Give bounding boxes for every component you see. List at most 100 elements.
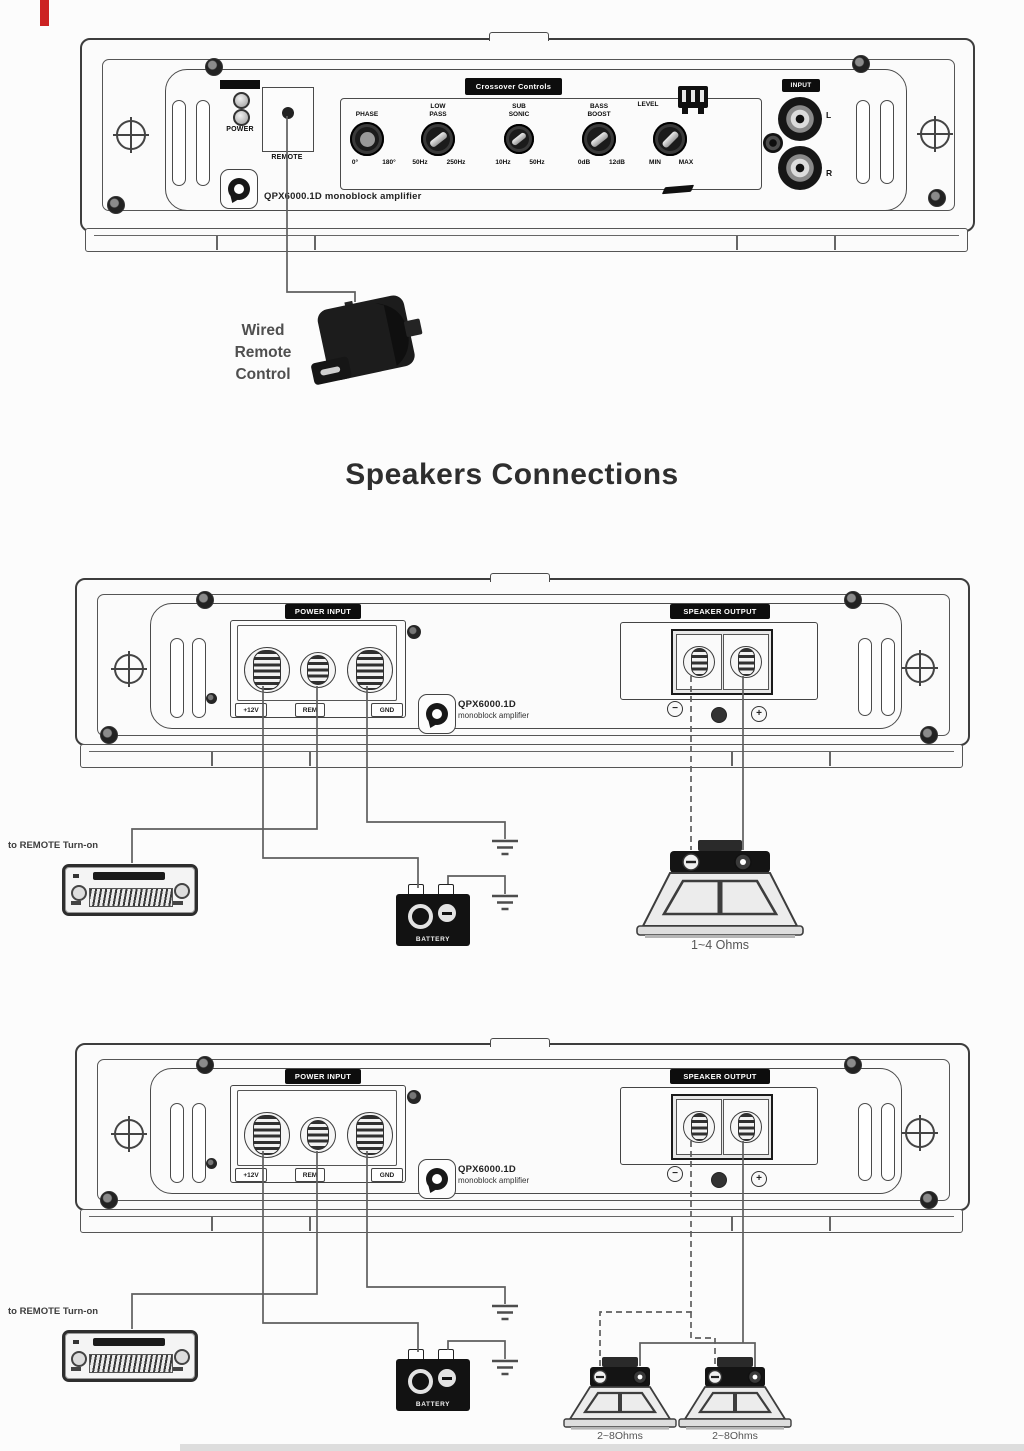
screw-icon: [196, 591, 214, 609]
mounting-screw-icon: [111, 1116, 147, 1152]
knob-min: 0dB: [577, 159, 591, 166]
wire-speaker-neg-branch: [690, 1312, 716, 1367]
speaker-terminal-pos: [723, 1099, 769, 1155]
model-text: QPX6000.1D: [458, 1164, 516, 1175]
sub-sonic-knob: [504, 124, 534, 154]
terminal-gnd-label: GND: [371, 1168, 403, 1182]
impedance-label: 2~8Ohms: [712, 1430, 758, 1442]
screw-icon: [100, 1191, 118, 1209]
screw-mark: [711, 707, 727, 723]
impedance-label: 2~8Ohms: [597, 1430, 643, 1442]
terminal-gnd-icon: [347, 1112, 393, 1158]
knob-min: MIN: [649, 159, 661, 166]
page-title: Speakers Connections: [345, 458, 679, 491]
vent-slot: [858, 1103, 872, 1181]
screw-icon: [196, 1056, 214, 1074]
subwoofer-icon: [636, 840, 804, 938]
vent-slot: [172, 100, 186, 186]
protect-led-icon: [233, 109, 250, 126]
screw-icon: [407, 625, 421, 639]
rca-right-icon: [778, 146, 822, 190]
input-label: INPUT: [782, 79, 820, 92]
wire-gnd: [366, 686, 506, 839]
bass-boost-knob: [582, 122, 616, 156]
speaker-output-label: SPEAKER OUTPUT: [670, 604, 770, 619]
speaker-terminal-neg: [676, 1099, 722, 1155]
chassis-tab: [490, 1038, 550, 1047]
brand-logo-icon: [418, 694, 456, 734]
knob-min: 50Hz: [412, 159, 428, 166]
remote-turnon-note: to REMOTE Turn-on: [8, 1306, 99, 1317]
model-text: QPX6000.1D monoblock amplifier: [264, 191, 422, 202]
chassis-tab: [490, 573, 550, 582]
mounting-screw-icon: [113, 117, 149, 153]
terminal-12v-label: +12V: [235, 1168, 267, 1182]
knob-max: 180°: [382, 159, 396, 166]
caption-line: Wired: [241, 322, 285, 339]
speaker-output-block: [620, 622, 818, 700]
chassis-tab: [489, 32, 549, 41]
jack-icon: [763, 133, 783, 153]
impedance-label: 1~4 Ohms: [690, 938, 749, 952]
knob-min: 0°: [351, 159, 359, 166]
mounting-flange: [80, 744, 963, 768]
head-unit-icon: [62, 1330, 198, 1382]
terminal-12v-label: +12V: [235, 703, 267, 717]
mounting-screw-icon: [902, 1115, 938, 1151]
phase-knob: [350, 122, 384, 156]
knob-max: MAX: [678, 159, 694, 166]
plus-mark: +: [751, 706, 767, 722]
head-unit-icon: [62, 864, 198, 916]
mounting-flange: [80, 1209, 963, 1233]
knob-max: 50Hz: [529, 159, 545, 166]
remote-port-icon: [678, 86, 708, 114]
power-input-block: +12V REM GND: [230, 1085, 406, 1183]
wire-rem: [131, 686, 318, 863]
remote-jack: [262, 87, 314, 152]
knob-label: LOW PASS: [429, 103, 447, 118]
screw-icon: [928, 189, 946, 207]
screw-icon: [407, 1090, 421, 1104]
screw-mark: [711, 1172, 727, 1188]
screw-icon: [920, 1191, 938, 1209]
knob-label: PHASE: [355, 111, 379, 118]
brand-logo-icon: [220, 169, 258, 209]
wire-12v: [262, 1151, 419, 1352]
terminal-12v-icon: [244, 1112, 290, 1158]
power-label: POWER: [226, 126, 254, 133]
wire-speaker-neg: [599, 1141, 692, 1366]
mounting-screw-icon: [111, 651, 147, 687]
battery-icon: BATTERY: [396, 1349, 470, 1411]
wired-remote-icon: [311, 295, 423, 385]
terminal-gnd-icon: [347, 647, 393, 693]
screw-icon: [206, 693, 217, 704]
battery-icon: BATTERY: [396, 884, 470, 946]
level-knob: [653, 122, 687, 156]
wire-speaker-pos-branch: [639, 1342, 756, 1367]
knob-label: BASS BOOST: [587, 103, 611, 118]
vent-slot: [192, 638, 206, 718]
channel-left-label: L: [826, 110, 832, 120]
screw-icon: [852, 55, 870, 73]
caption-line: Remote: [234, 344, 292, 361]
indicator-bar: [220, 80, 260, 89]
remote-caption: Wired Remote Control: [218, 320, 308, 386]
terminal-rem-icon: [300, 1117, 336, 1153]
crossover-label: Crossover Controls: [465, 78, 562, 95]
low-pass-knob: [421, 122, 455, 156]
scan-artifact: [40, 0, 49, 26]
screw-icon: [100, 726, 118, 744]
mounting-screw-icon: [902, 650, 938, 686]
remote-jack-pin-icon: [282, 107, 294, 119]
wire-12v: [262, 686, 419, 888]
screw-icon: [107, 196, 125, 214]
ground-symbol-icon: [492, 839, 518, 1376]
vent-slot: [856, 100, 870, 184]
caption-line: Control: [235, 366, 291, 383]
model-subtext: monoblock amplifier: [458, 711, 530, 720]
minus-mark: −: [667, 1166, 683, 1182]
vent-slot: [170, 1103, 184, 1183]
controls-box: [340, 98, 762, 190]
battery-label: BATTERY: [415, 936, 451, 943]
rca-left-icon: [778, 97, 822, 141]
